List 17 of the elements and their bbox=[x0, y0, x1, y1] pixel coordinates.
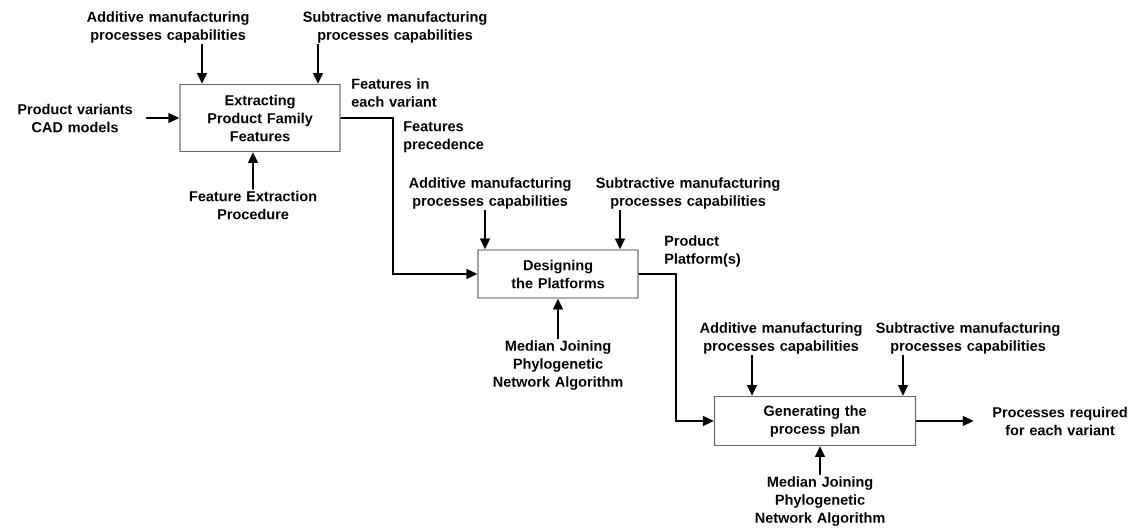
process-box: Extracting Product Family Features bbox=[179, 83, 341, 153]
flow-label: Processes required for each variant bbox=[993, 406, 1127, 436]
flow-label: Subtractive manufacturing processes capabilities bbox=[876, 322, 1060, 354]
flow-label: Median Joining Phylogenetic Network Algorithm bbox=[755, 476, 885, 526]
flow-label: Features precedence bbox=[404, 121, 484, 153]
process-box: Generating the process plan bbox=[713, 395, 917, 447]
flow-label: Additive manufacturing processes capabilities bbox=[409, 177, 571, 209]
flow-label: Subtractive manufacturing processes capabilities bbox=[303, 11, 487, 43]
flow-label: Subtractive manufacturing processes capabilities bbox=[596, 177, 780, 209]
edge-label: Product Platform(s) bbox=[665, 235, 740, 267]
flow-label: Product variants CAD models bbox=[18, 103, 133, 133]
flow-label: Feature Extraction Procedure bbox=[189, 190, 317, 220]
process-box: Designing the Platforms bbox=[477, 249, 639, 299]
edge-label: Features in each variant bbox=[351, 78, 437, 107]
flow-label: Median Joining Phylogenetic Network Algorithm bbox=[493, 340, 623, 390]
flow-label: Additive manufacturing processes capabilities bbox=[700, 322, 862, 354]
flow-label: Additive manufacturing processes capabilities bbox=[87, 11, 249, 43]
